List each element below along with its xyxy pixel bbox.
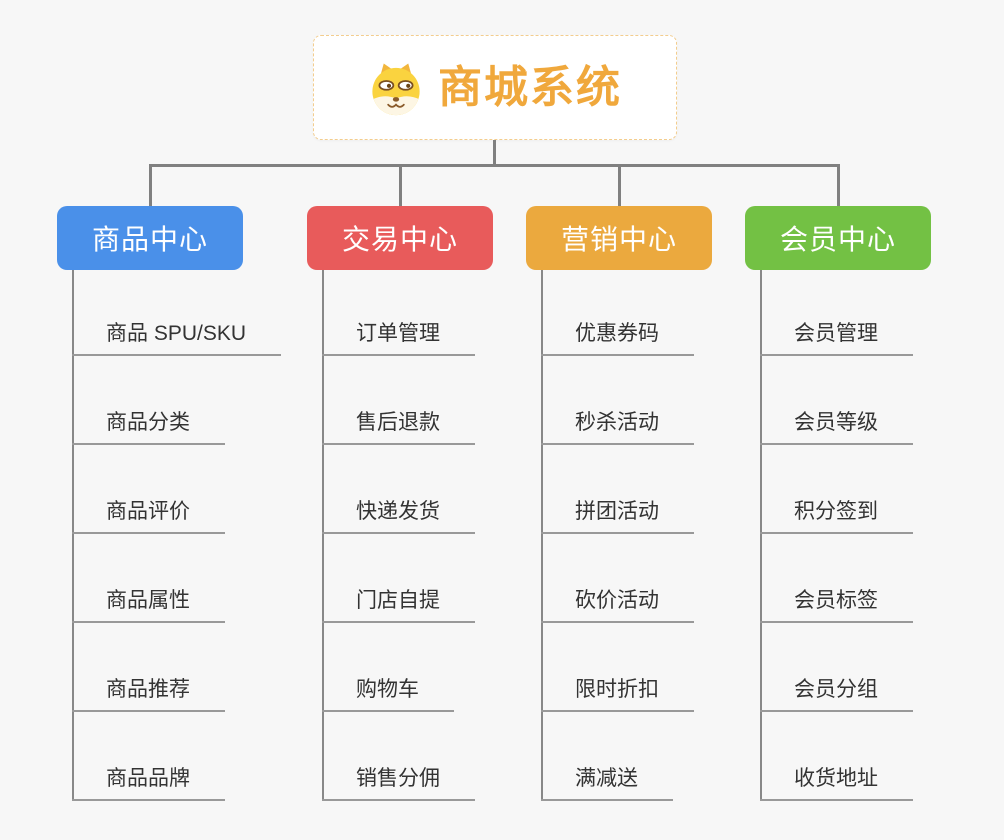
connector-branch-vline-member-center [760, 270, 762, 801]
child-node[interactable]: 售后退款 [322, 356, 475, 445]
child-node[interactable]: 会员分组 [760, 623, 913, 712]
child-node[interactable]: 限时折扣 [541, 623, 694, 712]
connector-branch-vline-trade-center [322, 270, 324, 801]
connector-horizontal [149, 164, 840, 167]
branch-node-member-center[interactable]: 会员中心 [745, 206, 931, 270]
connector-root-stem [493, 140, 496, 167]
child-node[interactable]: 商品评价 [72, 445, 225, 534]
child-node[interactable]: 优惠券码 [541, 267, 694, 356]
connector-drop-product [149, 164, 152, 208]
child-node[interactable]: 商品属性 [72, 534, 225, 623]
child-node[interactable]: 商品分类 [72, 356, 225, 445]
children-list-marketing-center: 优惠券码秒杀活动拼团活动砍价活动限时折扣满减送 [541, 267, 694, 801]
child-node[interactable]: 积分签到 [760, 445, 913, 534]
child-node[interactable]: 门店自提 [322, 534, 475, 623]
branch-node-product-center[interactable]: 商品中心 [57, 206, 243, 270]
connector-branch-vline-product-center [72, 270, 74, 801]
connector-drop-trade [399, 164, 402, 208]
children-list-trade-center: 订单管理售后退款快递发货门店自提购物车销售分佣 [322, 267, 475, 801]
child-node[interactable]: 秒杀活动 [541, 356, 694, 445]
dog-icon [368, 60, 424, 116]
child-node[interactable]: 收货地址 [760, 712, 913, 801]
child-node[interactable]: 会员等级 [760, 356, 913, 445]
child-node[interactable]: 快递发货 [322, 445, 475, 534]
root-title: 商城系统 [438, 62, 622, 112]
child-node[interactable]: 商品 SPU/SKU [72, 267, 282, 356]
child-node[interactable]: 购物车 [322, 623, 454, 712]
child-node[interactable]: 会员标签 [760, 534, 913, 623]
branch-node-trade-center[interactable]: 交易中心 [307, 206, 493, 270]
child-node[interactable]: 会员管理 [760, 267, 913, 356]
connector-drop-member [837, 164, 840, 208]
child-node[interactable]: 拼团活动 [541, 445, 694, 534]
connector-drop-marketing [618, 164, 621, 208]
root-node[interactable]: 商城系统 [313, 35, 677, 140]
child-node[interactable]: 订单管理 [322, 267, 475, 356]
child-node[interactable]: 商品推荐 [72, 623, 225, 712]
child-node[interactable]: 砍价活动 [541, 534, 694, 623]
branch-node-marketing-center[interactable]: 营销中心 [526, 206, 712, 270]
child-node[interactable]: 满减送 [541, 712, 673, 801]
children-list-member-center: 会员管理会员等级积分签到会员标签会员分组收货地址 [760, 267, 913, 801]
connector-branch-vline-marketing-center [541, 270, 543, 801]
child-node[interactable]: 销售分佣 [322, 712, 475, 801]
child-node[interactable]: 商品品牌 [72, 712, 225, 801]
